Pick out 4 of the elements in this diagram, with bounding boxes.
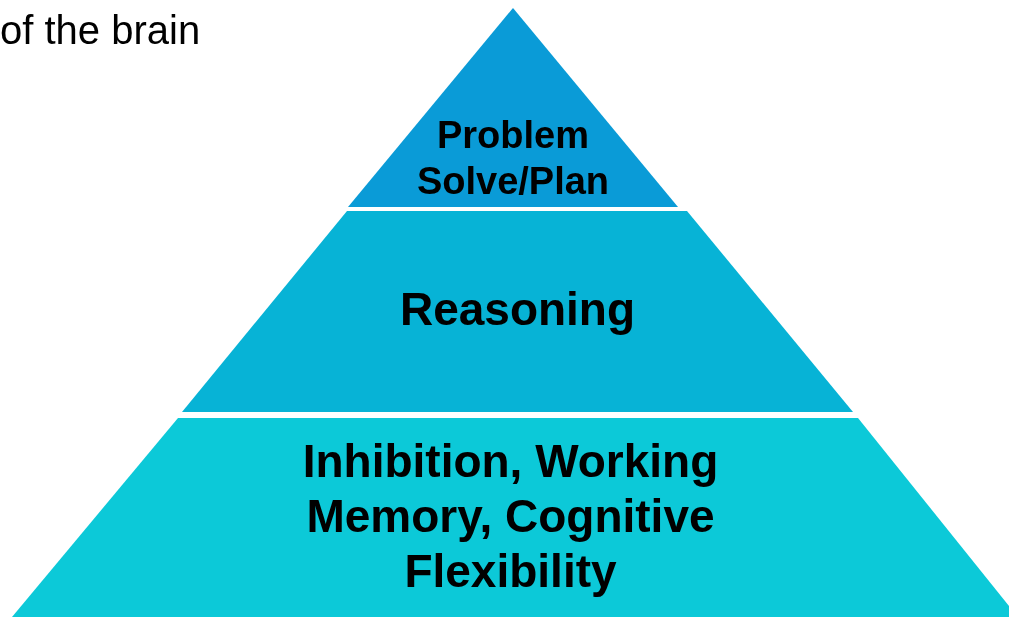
tier-label: Problem Solve/Plan <box>415 113 611 204</box>
tier-label: Reasoning <box>398 282 637 337</box>
heading-text: of the brain <box>0 8 201 53</box>
tier-label: Inhibition, Working Memory, Cognitive Flexibility <box>301 434 720 599</box>
